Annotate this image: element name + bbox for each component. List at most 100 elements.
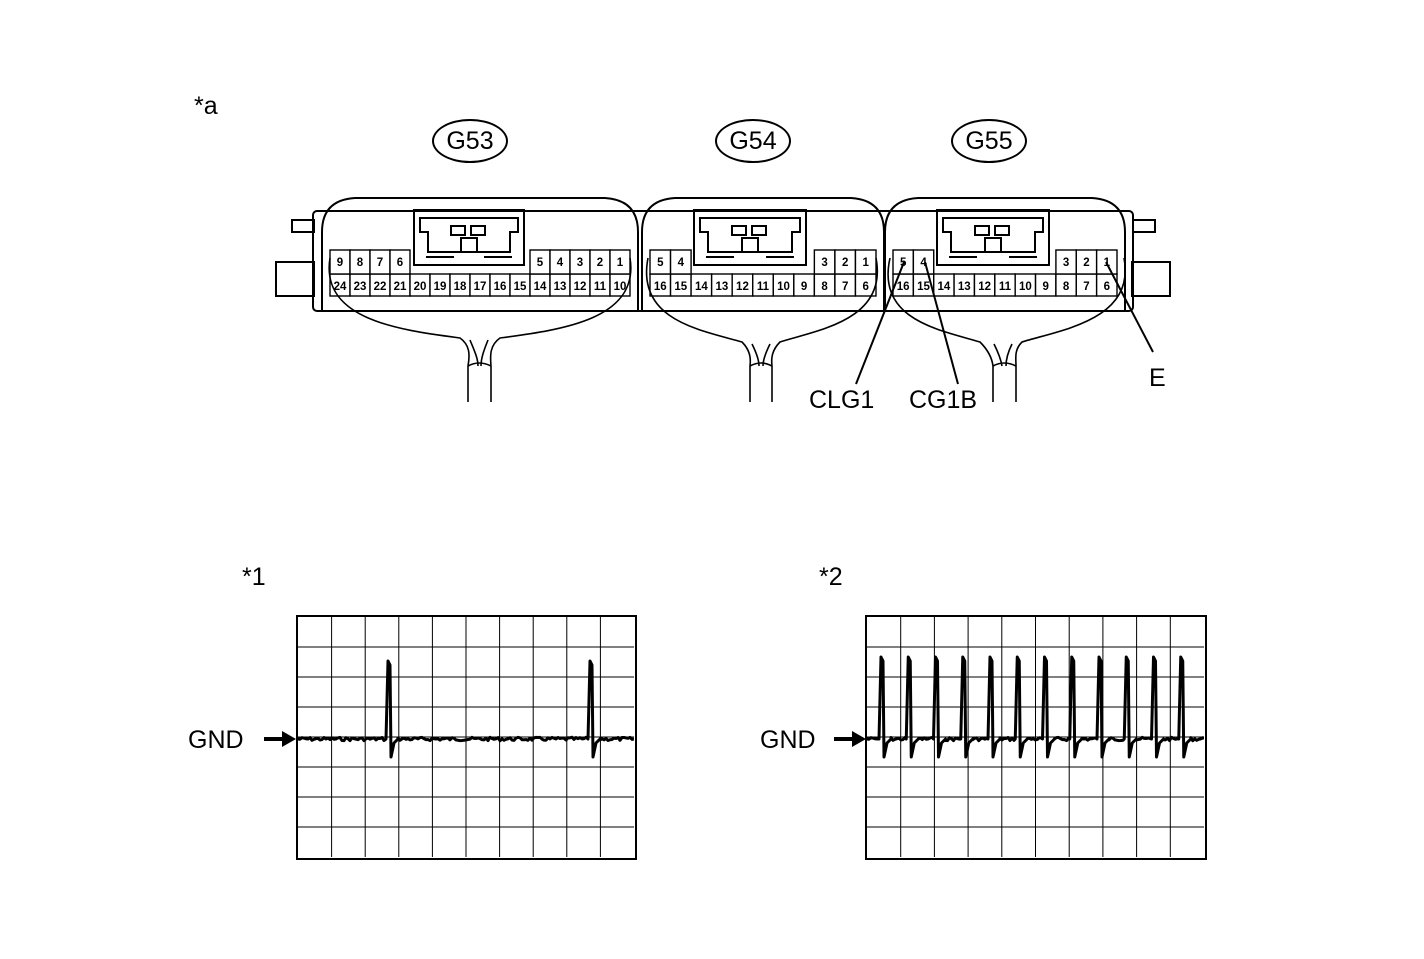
pin-number: 7: [842, 281, 848, 293]
scope-waveform: [298, 659, 634, 759]
pin-number: 18: [454, 281, 467, 293]
pin-number: 13: [958, 281, 971, 293]
pin-number: 11: [999, 281, 1012, 293]
pin-number: 3: [577, 257, 583, 269]
pin-number: 11: [594, 281, 607, 293]
pin-number: 20: [414, 281, 427, 293]
pin-number: 22: [374, 281, 387, 293]
left-upper-tab: [291, 219, 315, 233]
pin-cell: [389, 249, 411, 275]
terminal-label-cg1b: CG1B: [909, 386, 978, 414]
pin-number: 16: [494, 281, 507, 293]
latch-slot: [450, 225, 466, 236]
pin-number: 15: [674, 281, 687, 293]
right-mount-tab: [1131, 261, 1171, 297]
connector-label-g54: G54: [715, 119, 791, 163]
pin-number: 15: [917, 281, 930, 293]
connector-label-g53: G53: [432, 119, 508, 163]
pin-number: 10: [1019, 281, 1032, 293]
pin-number: 9: [337, 257, 343, 269]
scope-2-screen: [865, 615, 1207, 860]
pin-number: 19: [434, 281, 447, 293]
pin-number: 12: [736, 281, 749, 293]
terminal-label-clg1: CLG1: [809, 386, 875, 414]
pin-number: 2: [1083, 257, 1089, 269]
pin-number: 15: [514, 281, 527, 293]
scope-waveform: [867, 655, 1204, 759]
connector-latch: [413, 209, 525, 266]
pin-number: 10: [614, 281, 627, 293]
pin-number: 16: [654, 281, 667, 293]
terminal-label-e: E: [1149, 364, 1166, 392]
pin-number: 7: [377, 257, 383, 269]
scope-1-marker: *1: [242, 563, 266, 591]
pin-cell: [669, 249, 692, 275]
scope-2-gnd-label: GND: [760, 726, 816, 754]
pin-number: 17: [474, 281, 487, 293]
pin-number: 4: [557, 257, 564, 269]
pin-number: 5: [537, 257, 544, 269]
connector-body-g55: [884, 197, 1126, 310]
scope-1-screen: [296, 615, 637, 860]
leader-e: [1105, 261, 1154, 353]
right-upper-tab: [1132, 219, 1156, 233]
view-marker: *a: [194, 92, 218, 120]
pin-number: 12: [574, 281, 587, 293]
latch-key: [741, 237, 759, 253]
left-mount-tab: [275, 261, 315, 297]
pin-number: 1: [617, 257, 624, 269]
connector-latch: [936, 209, 1050, 266]
latch-slot: [994, 225, 1010, 236]
connector-latch: [693, 209, 807, 266]
connector-body-g54: [641, 197, 885, 310]
pin-number: 9: [801, 281, 807, 293]
pin-number: 6: [1104, 281, 1110, 293]
pin-number: 14: [938, 281, 951, 293]
pin-number: 4: [678, 257, 685, 269]
pin-number: 13: [716, 281, 729, 293]
connector-label-g55: G55: [951, 119, 1027, 163]
pin-number: 2: [597, 257, 603, 269]
latch-slot: [974, 225, 990, 236]
leader-clg1: [855, 261, 905, 385]
pin-number: 6: [397, 257, 403, 269]
pin-number: 21: [394, 281, 407, 293]
latch-inner: [942, 217, 1044, 253]
latch-key: [984, 237, 1002, 253]
pin-number: 14: [534, 281, 547, 293]
leader-cg1b: [924, 261, 959, 385]
pin-number: 4: [920, 257, 927, 269]
pin-number: 5: [657, 257, 664, 269]
pin-number: 1: [863, 257, 870, 269]
pin-number: 14: [695, 281, 708, 293]
pin-number: 24: [334, 281, 347, 293]
pin-number: 8: [357, 257, 364, 269]
pin-number: 3: [821, 257, 827, 269]
pin-cell: [912, 249, 935, 275]
pin-number: 11: [757, 281, 770, 293]
connector-body-g53: [321, 197, 639, 310]
latch-slot: [470, 225, 486, 236]
pin-number: 9: [1043, 281, 1049, 293]
latch-inner: [699, 217, 801, 253]
latch-slot: [751, 225, 767, 236]
scope-2-marker: *2: [819, 563, 843, 591]
pin-number: 23: [354, 281, 367, 293]
pin-number: 2: [842, 257, 848, 269]
latch-key: [460, 237, 478, 253]
pin-number: 6: [863, 281, 869, 293]
latch-slot: [731, 225, 747, 236]
pin-number: 16: [897, 281, 910, 293]
pin-number: 8: [821, 281, 828, 293]
scope-1-gnd-label: GND: [188, 726, 244, 754]
pin-number: 3: [1063, 257, 1069, 269]
pin-number: 12: [978, 281, 991, 293]
pin-number: 8: [1063, 281, 1070, 293]
pin-number: 13: [554, 281, 567, 293]
pin-number: 7: [1083, 281, 1089, 293]
pin-number: 10: [777, 281, 790, 293]
latch-inner: [419, 217, 519, 253]
